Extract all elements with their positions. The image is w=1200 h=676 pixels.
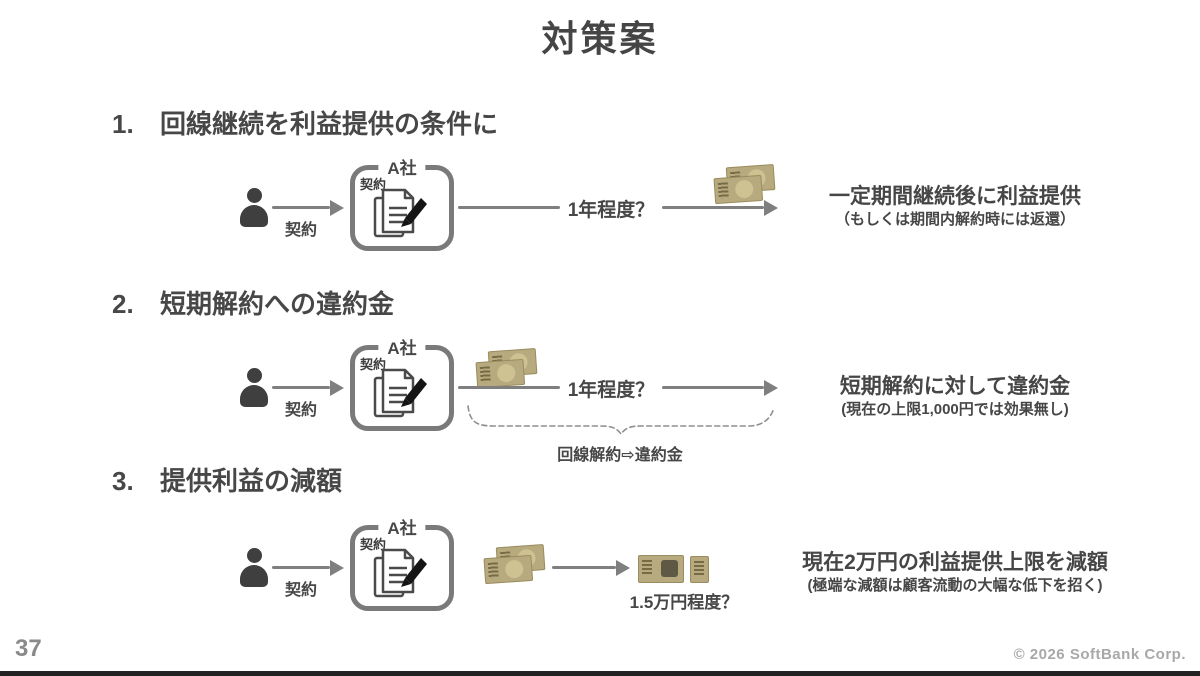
result-title: 現在2万円の利益提供上限を減額 bbox=[802, 551, 1108, 574]
doc-label: 契約 bbox=[360, 537, 387, 552]
contract-arrow-line bbox=[272, 206, 330, 209]
banknote-icon bbox=[638, 555, 684, 583]
company-label: A社 bbox=[378, 334, 426, 359]
section-heading-text: 回線継続を利益提供の条件に bbox=[160, 109, 499, 139]
result-note: (現在の上限1,000円では効果無し) bbox=[841, 401, 1069, 418]
brace-label: 回線解約⇨違約金 bbox=[557, 447, 683, 464]
section-number: 1. bbox=[112, 109, 134, 139]
duration-label: 1年程度？ bbox=[567, 380, 655, 401]
timeline-line-left bbox=[458, 386, 560, 389]
result-block-3: 現在2万円の利益提供上限を減額 (極端な減額は顧客流動の大幅な低下を招く) bbox=[785, 550, 1125, 596]
copyright: © 2026 SoftBank Corp. bbox=[1013, 646, 1186, 663]
section-heading-2: 2. 短期解約への違約金 bbox=[112, 284, 394, 321]
person-head bbox=[246, 368, 262, 383]
duration-label: 1年程度？ bbox=[567, 200, 655, 221]
person-body bbox=[240, 205, 268, 227]
section-number: 2. bbox=[112, 289, 134, 319]
contract-arrowhead-icon bbox=[330, 559, 344, 576]
person-head bbox=[246, 548, 262, 563]
contract-arrow-label: 契約 bbox=[284, 402, 317, 419]
section-heading-text: 提供利益の減額 bbox=[160, 466, 343, 496]
banknote-icon bbox=[483, 554, 534, 585]
section-heading-1: 1. 回線継続を利益提供の条件に bbox=[112, 104, 498, 141]
doc-label: 契約 bbox=[360, 177, 387, 192]
contract-arrowhead-icon bbox=[330, 379, 344, 396]
contract-arrow-label: 契約 bbox=[284, 222, 317, 239]
reduction-arrowhead-icon bbox=[616, 559, 630, 576]
person-body bbox=[240, 385, 268, 407]
result-title: 一定期間継続後に利益提供 bbox=[829, 185, 1081, 208]
company-box: A社 契約 bbox=[350, 514, 454, 611]
banknote-pair-icon bbox=[475, 348, 541, 390]
contract-document-icon bbox=[373, 368, 427, 418]
result-note: （もしくは期間内解約時には返還） bbox=[834, 211, 1075, 228]
reduction-arrow-line bbox=[552, 566, 616, 569]
result-note: (極端な減額は顧客流動の大幅な低下を招く) bbox=[807, 577, 1103, 594]
bottom-bar bbox=[0, 671, 1200, 676]
company-label: A社 bbox=[378, 514, 426, 539]
person-icon bbox=[240, 548, 268, 587]
person-head bbox=[246, 188, 262, 203]
banknote-pair-icon bbox=[483, 544, 549, 586]
doc-label: 契約 bbox=[360, 357, 387, 372]
person-icon bbox=[240, 368, 268, 407]
dashed-brace bbox=[467, 405, 775, 436]
section-heading-3: 3. 提供利益の減額 bbox=[112, 461, 342, 498]
contract-document-icon bbox=[373, 188, 427, 238]
contract-arrow-line bbox=[272, 386, 330, 389]
section-number: 3. bbox=[112, 466, 134, 496]
person-body bbox=[240, 565, 268, 587]
person-icon bbox=[240, 188, 268, 227]
timeline-arrowhead-icon bbox=[764, 199, 778, 216]
contract-arrowhead-icon bbox=[330, 199, 344, 216]
timeline-line-right bbox=[662, 386, 764, 389]
half-banknote-icon bbox=[690, 556, 709, 583]
banknote-pair-icon bbox=[713, 164, 779, 206]
contract-arrow-label: 契約 bbox=[284, 582, 317, 599]
timeline-arrowhead-icon bbox=[764, 379, 778, 396]
banknote-icon bbox=[713, 174, 764, 205]
timeline-line-right bbox=[662, 206, 764, 209]
result-title: 短期解約に対して違約金 bbox=[839, 375, 1071, 398]
company-label: A社 bbox=[378, 154, 426, 179]
page-title: 対策案 bbox=[541, 18, 659, 59]
contract-arrow-line bbox=[272, 566, 330, 569]
company-box: A社 契約 bbox=[350, 154, 454, 251]
page-number: 37 bbox=[15, 635, 42, 662]
result-block-1: 一定期間継続後に利益提供 （もしくは期間内解約時には返還） bbox=[785, 184, 1125, 230]
company-box: A社 契約 bbox=[350, 334, 454, 431]
amount-label: 1.5万円程度？ bbox=[629, 593, 739, 612]
result-block-2: 短期解約に対して違約金 (現在の上限1,000円では効果無し) bbox=[785, 374, 1125, 420]
timeline-line-left bbox=[458, 206, 560, 209]
section-heading-text: 短期解約への違約金 bbox=[160, 289, 395, 319]
banknote-icon bbox=[475, 358, 526, 389]
contract-document-icon bbox=[373, 548, 427, 598]
